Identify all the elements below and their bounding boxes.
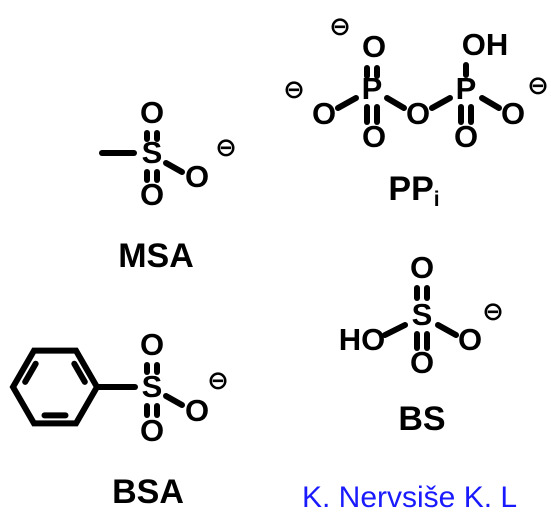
bs-label: BS [398,400,445,438]
ppi-oxygen-top-left: O [362,29,386,64]
bs-sulfur: S [412,297,433,332]
bs-oxygen-top: O [410,250,434,285]
benzene-ring [9,347,101,427]
benzene-inner-bond-left [22,360,39,385]
bond-lines [9,62,502,427]
ppi-negative-charge-top-icon: ⊖ [329,11,351,41]
ppi-label-main: PP [388,170,433,208]
citation-text: K. Nervsiše K. L [302,481,518,514]
msa-oxygen-ester: O [185,159,209,194]
bsa-negative-charge-icon: ⊖ [207,365,229,395]
ppi-negative-charge-left-icon: ⊖ [283,74,305,104]
bs-s-o-ester-bond [435,322,459,338]
ppi-o-left-p-bond [335,95,359,111]
bsa-oxygen-bottom: O [140,413,164,448]
bsa-s-o-ester-bond [163,393,185,408]
ppi-oxygen-right: O [501,96,525,131]
ppi-oxygen-bridge: O [406,96,430,131]
ppi-phosphorus-left: P [362,71,383,106]
bs-oxygen-ester: O [458,322,482,357]
bs-negative-charge-icon: ⊖ [482,296,504,326]
ppi-negative-charge-right-icon: ⊖ [527,70,549,100]
msa-s-o-ester-bond [163,160,185,175]
ppi-p-right-o-right-bond [479,95,502,111]
msa-negative-charge-icon: ⊖ [215,132,237,162]
msa-oxygen-top: O [140,95,164,130]
bs-hydroxyl: HO [339,322,386,357]
ppi-hydroxyl-top: OH [462,27,509,62]
benzene-inner-bond-right [71,360,88,385]
ppi-phosphorus-right: P [456,71,477,106]
msa-sulfur: S [142,135,163,170]
ppi-oxygen-bottom-right: O [454,119,478,154]
bs-oxygen-bottom: O [410,345,434,380]
bsa-label: BSA [112,473,184,511]
ppi-p-left-o-bridge-bond [384,95,407,111]
bsa-oxygen-ester: O [185,393,209,428]
bsa-sulfur: S [142,369,163,404]
bsa-oxygen-top: O [140,327,164,362]
bs-structure: O S HO O O ⊖ BS [339,250,504,438]
bs-ho-s-bond [382,322,408,338]
ppi-oxygen-left: O [312,96,336,131]
ppi-label: PPi [388,170,439,211]
ppi-structure: ⊖ O P ⊖ O O O OH P O ⊖ O PPi [283,11,549,211]
msa-oxygen-bottom: O [140,177,164,212]
ppi-label-subscript: i [434,188,440,211]
ppi-oxygen-bottom-left: O [362,119,386,154]
ppi-o-bridge-p-right-bond [429,95,453,111]
msa-label: MSA [118,237,194,275]
bsa-structure: O S O O ⊖ BSA [112,327,229,511]
msa-structure: O S O O ⊖ MSA [118,95,237,275]
